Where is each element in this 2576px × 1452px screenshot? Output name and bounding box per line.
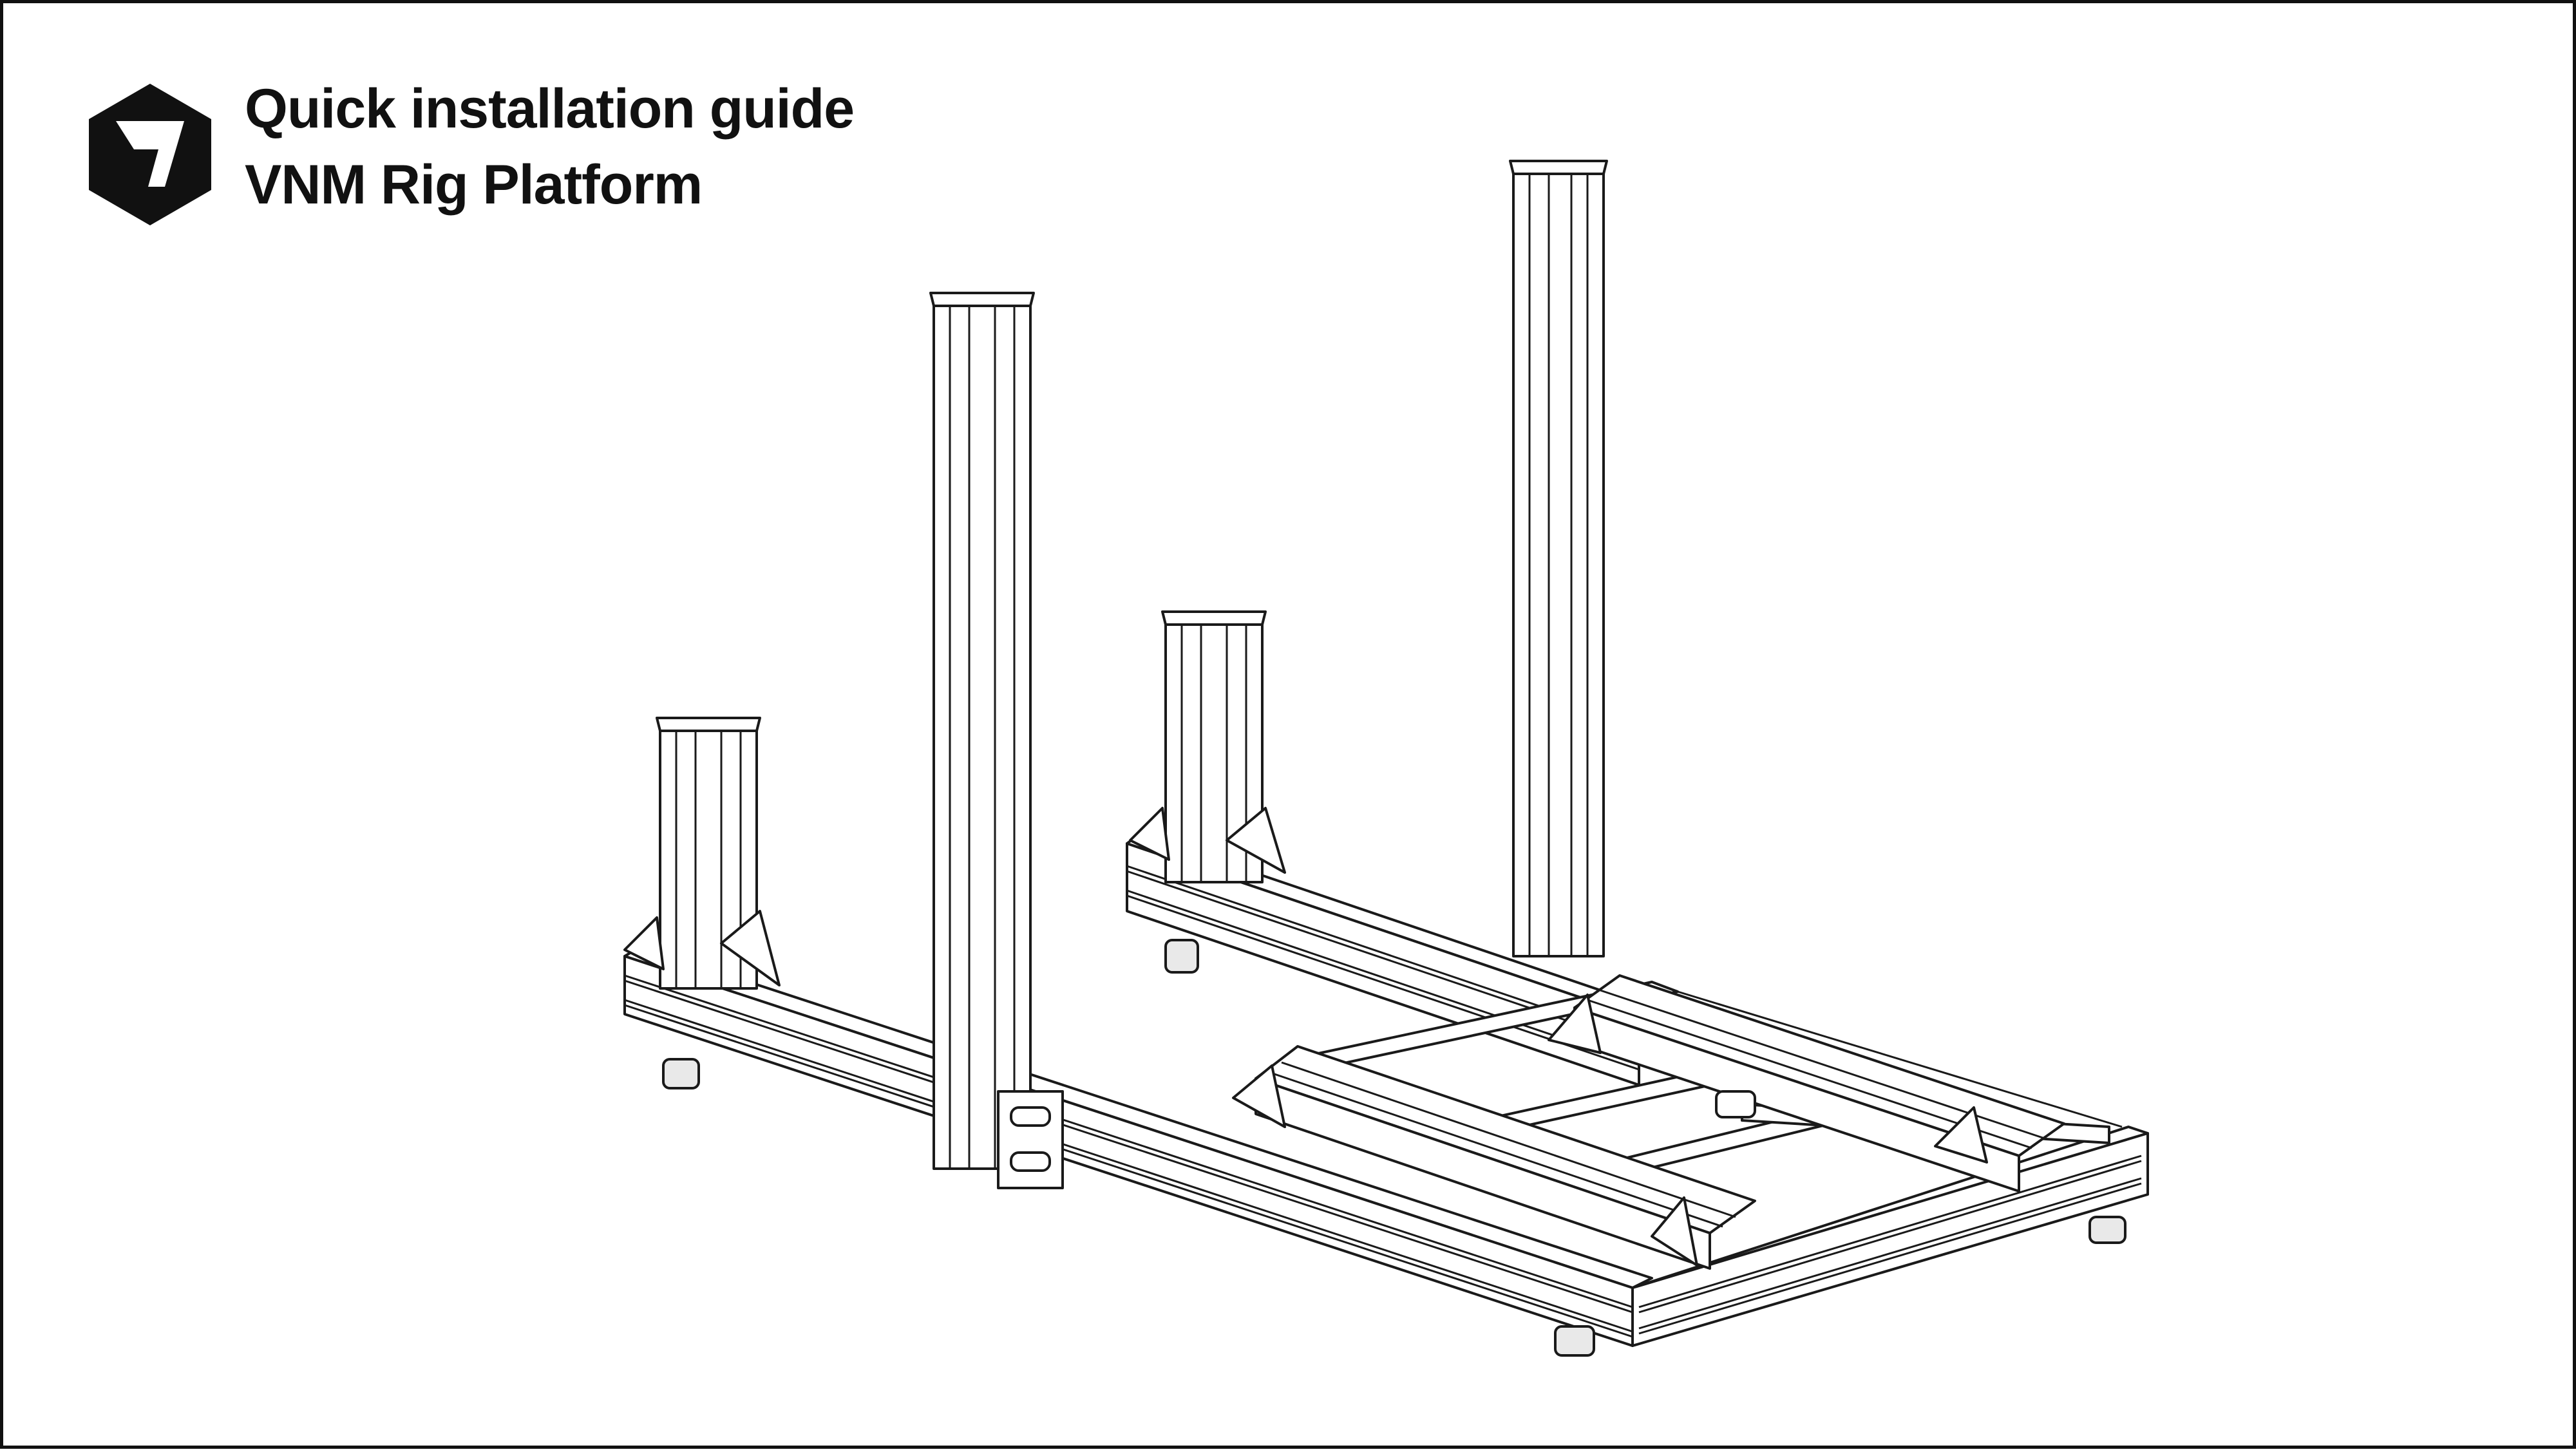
title-block: Quick installation guide VNM Rig Platfor…: [245, 71, 855, 223]
foot: [1554, 1325, 1595, 1357]
corner-bracket: [1548, 994, 1602, 1054]
product-name: VNM Rig Platform: [245, 154, 703, 216]
front-tall-upright: [929, 292, 1035, 1170]
t-nut-plate: [1715, 1090, 1756, 1118]
corner-bracket: [1226, 807, 1286, 874]
front-left-base-rail: [623, 945, 1653, 1347]
left-slider-rail: [1255, 1045, 1756, 1270]
rig-platform-illustration: [623, 160, 2149, 1357]
corner-bracket: [1651, 1196, 1698, 1267]
bolt-slot: [1010, 1151, 1051, 1172]
corner-bracket: [720, 910, 781, 986]
vnm-logo-icon: [89, 84, 211, 225]
foot: [662, 1058, 700, 1089]
guide-title: Quick installation guide: [245, 78, 855, 140]
bolt-slot: [1010, 1106, 1051, 1127]
corner-bracket: [623, 916, 665, 970]
corner-bracket: [1934, 1106, 1988, 1164]
corner-bracket: [1129, 807, 1170, 861]
mounting-plate: [997, 1090, 1064, 1189]
foot: [2088, 1216, 2126, 1244]
back-tall-upright: [1509, 160, 1608, 957]
foot: [1164, 939, 1199, 974]
corner-bracket: [1232, 1064, 1286, 1128]
